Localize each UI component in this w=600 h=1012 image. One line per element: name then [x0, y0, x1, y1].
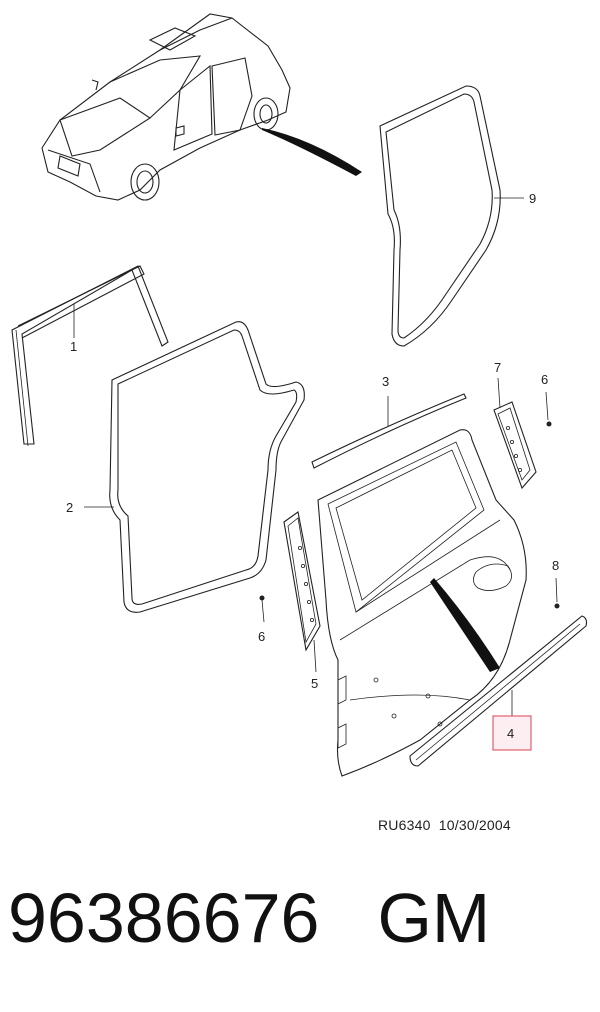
callout-2: 2 — [66, 500, 73, 515]
diagram-reference: RU6340 10/30/2004 — [378, 817, 511, 833]
callout-5: 5 — [311, 676, 318, 691]
part-3-belt-molding — [311, 393, 467, 469]
part-8-clip — [554, 577, 560, 609]
part-7-rear-pillar-applique — [493, 377, 537, 490]
part-6-screw-right — [545, 391, 552, 427]
callout-7: 7 — [494, 360, 501, 375]
callout-4-highlight-box — [492, 715, 532, 751]
exploded-parts-diagram: 9 1 2 3 — [11, 13, 588, 777]
callout-1: 1 — [70, 339, 77, 354]
part-4-lower-door-molding — [409, 615, 588, 767]
callout-4: 4 — [507, 726, 514, 741]
part-9-door-frame-weatherstrip — [379, 85, 524, 347]
reference-code: RU6340 — [378, 817, 431, 833]
door-leader-wedge — [430, 578, 500, 672]
reference-date: 10/30/2004 — [438, 817, 511, 833]
callout-6-right: 6 — [541, 372, 548, 387]
part-brand: GM — [377, 879, 491, 957]
callout-3: 3 — [382, 374, 389, 389]
part-1-window-channel — [11, 265, 169, 447]
vehicle-overview-illustration — [41, 13, 291, 201]
callout-9: 9 — [529, 191, 536, 206]
part-2-door-opening-weatherstrip — [84, 321, 305, 613]
rear-door-panel — [317, 429, 527, 777]
part-6-screw-left — [259, 595, 265, 623]
part-number: 96386676 — [8, 879, 320, 957]
callout-8: 8 — [552, 558, 559, 573]
callout-6-left: 6 — [258, 629, 265, 644]
vehicle-leader-wedge — [262, 128, 362, 176]
part-5-pillar-applique — [283, 511, 321, 673]
